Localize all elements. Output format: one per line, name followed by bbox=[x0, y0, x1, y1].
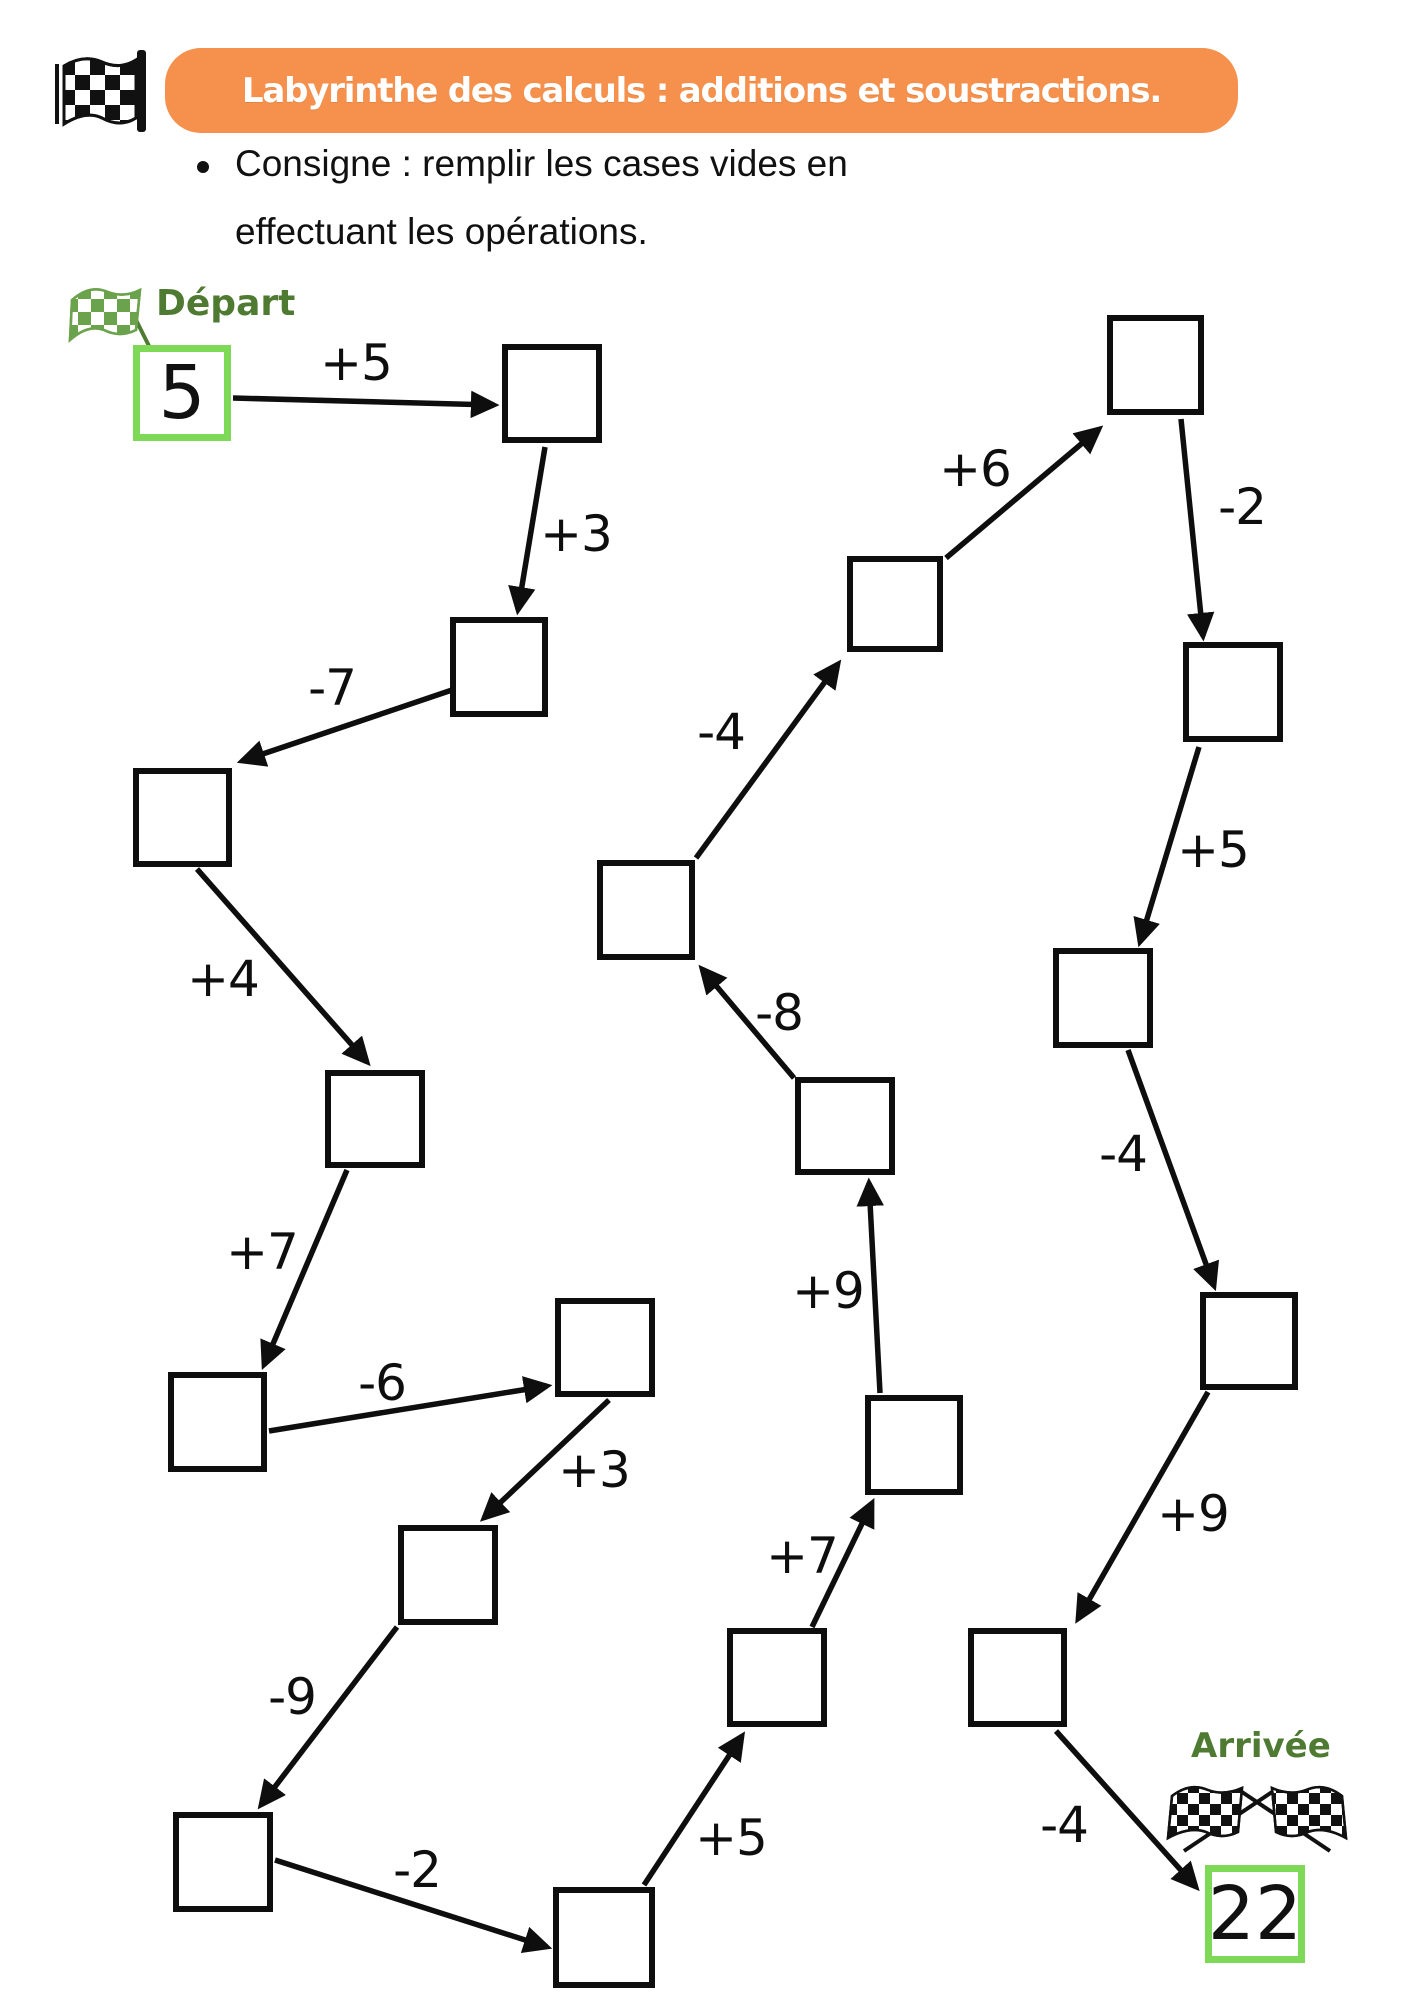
op-label-16: +5 bbox=[1177, 821, 1250, 879]
page-title: Labyrinthe des calculs : additions et so… bbox=[241, 70, 1162, 111]
op-label-12: -8 bbox=[755, 984, 804, 1042]
arrow-5--6 bbox=[268, 1376, 553, 1434]
op-label-18: +9 bbox=[1157, 1485, 1230, 1543]
instruction-line-1: Consigne : remplir les cases vides en bbox=[235, 143, 848, 184]
arrow-2--7 bbox=[236, 687, 453, 767]
answer-box-10[interactable] bbox=[727, 1628, 827, 1727]
op-label-8: -2 bbox=[393, 1841, 442, 1899]
answer-box-4[interactable] bbox=[325, 1070, 425, 1168]
arrow-8--2 bbox=[274, 1857, 553, 1954]
answer-box-18[interactable] bbox=[1200, 1292, 1298, 1390]
op-label-3: +4 bbox=[187, 950, 260, 1008]
instruction-line-2: effectuant les opérations. bbox=[235, 211, 648, 252]
answer-box-7[interactable] bbox=[398, 1525, 498, 1625]
op-label-1: +3 bbox=[540, 505, 613, 563]
answer-box-6[interactable] bbox=[555, 1298, 655, 1397]
arrivee-label: Arrivée bbox=[1191, 1726, 1331, 1766]
answer-box-5[interactable] bbox=[168, 1372, 267, 1472]
answer-box-14[interactable] bbox=[847, 556, 943, 652]
answer-box-9[interactable] bbox=[553, 1887, 655, 1988]
op-label-4: +7 bbox=[226, 1223, 299, 1281]
arrow-7--9 bbox=[257, 1625, 400, 1810]
answer-box-15[interactable] bbox=[1107, 315, 1204, 415]
op-label-2: -7 bbox=[308, 659, 357, 717]
answer-box-17[interactable] bbox=[1053, 948, 1153, 1048]
arrow-13--4 bbox=[693, 659, 842, 860]
arrow-18-+9 bbox=[1075, 1390, 1211, 1624]
op-label-10: +7 bbox=[766, 1527, 839, 1585]
arrow-0-+5 bbox=[232, 390, 500, 419]
arrow-1-+3 bbox=[508, 446, 548, 616]
answer-box-19[interactable] bbox=[968, 1628, 1067, 1727]
start-box: 5 bbox=[133, 345, 231, 441]
arrow-12--8 bbox=[698, 964, 797, 1080]
title-banner: Labyrinthe des calculs : additions et so… bbox=[165, 48, 1238, 133]
op-label-17: -4 bbox=[1099, 1125, 1148, 1183]
arrow-14-+6 bbox=[944, 425, 1104, 561]
op-label-19: -4 bbox=[1040, 1796, 1089, 1854]
answer-box-11[interactable] bbox=[865, 1395, 963, 1495]
op-label-7: -9 bbox=[268, 1668, 317, 1726]
answer-box-13[interactable] bbox=[597, 860, 695, 960]
answer-box-8[interactable] bbox=[173, 1812, 273, 1912]
arrow-3-+4 bbox=[194, 867, 371, 1067]
depart-checkered-flag-icon bbox=[68, 287, 154, 353]
arrow-16-+5 bbox=[1133, 746, 1202, 948]
op-label-11: +9 bbox=[792, 1262, 865, 1320]
answer-box-2[interactable] bbox=[450, 617, 548, 717]
op-label-6: +3 bbox=[558, 1441, 631, 1499]
answer-box-16[interactable] bbox=[1183, 642, 1283, 742]
op-label-9: +5 bbox=[695, 1809, 768, 1867]
op-label-14: +6 bbox=[939, 440, 1012, 498]
arrow-4-+7 bbox=[260, 1168, 350, 1371]
arrow-6-+3 bbox=[480, 1398, 611, 1522]
op-label-0: +5 bbox=[320, 334, 393, 392]
op-label-15: -2 bbox=[1218, 478, 1267, 536]
op-label-5: -6 bbox=[358, 1354, 407, 1412]
depart-label: Départ bbox=[156, 283, 296, 324]
arrow-17--4 bbox=[1125, 1049, 1220, 1292]
arrow-9-+5 bbox=[641, 1731, 746, 1887]
arrow-10-+7 bbox=[809, 1498, 875, 1629]
arrow-19--4 bbox=[1053, 1729, 1200, 1892]
answer-box-1[interactable] bbox=[502, 344, 602, 443]
op-label-13: -4 bbox=[697, 703, 746, 761]
answer-box-12[interactable] bbox=[795, 1077, 895, 1175]
arrow-11-+9 bbox=[856, 1177, 884, 1394]
checkered-flag-icon bbox=[55, 50, 146, 132]
arrows-layer bbox=[194, 390, 1220, 1954]
arrivee-crossed-flags-icon bbox=[1166, 1785, 1348, 1853]
bullet-icon bbox=[197, 161, 209, 173]
arrow-15--2 bbox=[1178, 418, 1215, 642]
answer-box-3[interactable] bbox=[133, 768, 232, 867]
finish-box: 22 bbox=[1205, 1865, 1305, 1963]
